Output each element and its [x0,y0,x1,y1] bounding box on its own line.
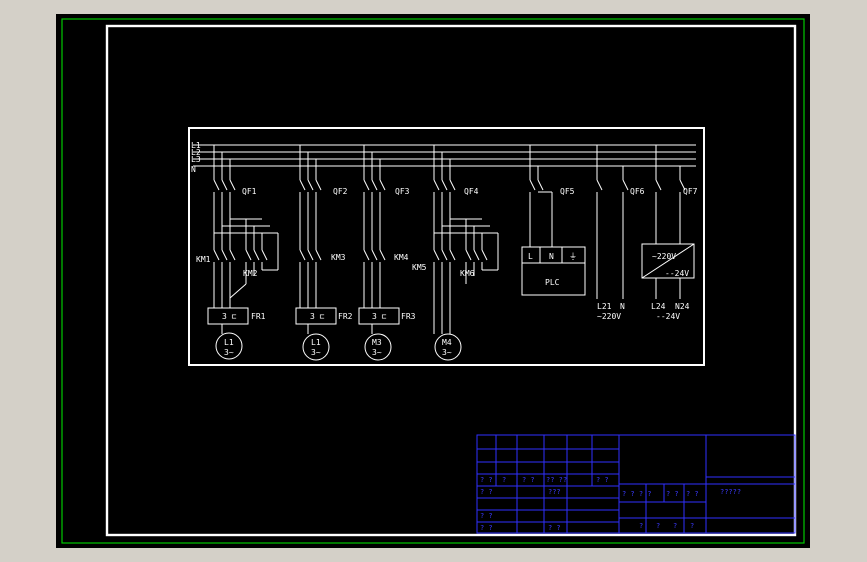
motor-phase: 3~ [311,348,321,357]
breaker-label-qf6: QF6 [630,187,645,196]
bus-label-l1: L1 [191,141,201,150]
motor-phase: 3~ [372,348,382,357]
title-cell: ?? ?? [546,476,567,484]
branch-motor-1 [207,145,279,360]
title-cell: ? ? [480,512,493,520]
branch-motor-4-labels: QF4 KM5 KM6 M4 3~ [412,187,479,357]
branch-220v-labels: QF6 L21 N ~220V [597,187,645,321]
plc-label: PLC [545,278,560,287]
motor-name: M4 [442,338,452,347]
overload-symbol: 3 ⊏ [222,312,237,321]
contactor-label-km2: KM2 [243,269,258,278]
overload-label-fr1: FR1 [251,312,266,321]
output-voltage-24: --24V [656,312,680,321]
title-cell: ? ? [480,476,493,484]
sheet-cell: ? [656,522,660,530]
branch-motor-1-labels: QF1 KM1 KM2 3 ⊏ FR1 L1 3~ [196,187,266,357]
output-label-n24: N24 [675,302,690,311]
title-cell: ? [502,476,506,484]
contactor-label-km1: KM1 [196,255,211,264]
branch-plc [521,145,586,296]
contactor-label-km3: KM3 [331,253,346,262]
branch-motor-3 [358,145,400,361]
title-cell: ? ? [480,524,493,532]
contactor-label-km4: KM4 [394,253,409,262]
title-cell: ? ? [596,476,609,484]
cad-drawing-canvas: L1 L2 L3 N QF1 KM1 KM2 3 ⊏ FR1 L1 3~ [56,14,810,548]
bus-label-l2: L2 [191,148,201,157]
branch-motor-4 [433,145,499,361]
overload-label-fr2: FR2 [338,312,353,321]
breaker-label-qf7: QF7 [683,187,698,196]
branch-motor-2-labels: QF2 KM3 3 ⊏ FR2 L1 3~ [310,187,353,357]
motor-name: L1 [224,338,234,347]
plc-terminal-l: L [528,252,533,261]
overload-symbol: 3 ⊏ [310,312,325,321]
title-block [476,434,796,534]
breaker-label-qf4: QF4 [464,187,479,196]
branch-motor-2 [295,145,337,361]
breaker-label-qf3: QF3 [395,187,410,196]
output-label-n: N [620,302,625,311]
output-voltage-220: ~220V [597,312,621,321]
overload-label-fr3: FR3 [401,312,416,321]
sheet-cell: ? [639,522,643,530]
breaker-label-qf1: QF1 [242,187,257,196]
branch-24v-labels: QF7 ~220V --24V L24 N24 --24V [651,187,698,321]
schematic-svg: L1 L2 L3 N QF1 KM1 KM2 3 ⊏ FR1 L1 3~ [61,18,805,544]
breaker-label-qf5: QF5 [560,187,575,196]
title-cell: ? ? [522,476,535,484]
drawing-title: ????? [720,488,741,496]
bus-label-n: N [191,165,196,174]
inner-frame [105,24,797,537]
output-label-l24: L24 [651,302,666,311]
branch-24v-converter [641,145,695,299]
bus-label-l3: L3 [191,155,201,164]
outer-frame [61,18,805,544]
bus-labels: L1 L2 L3 N [191,141,201,174]
contactor-label-km6: KM6 [460,269,475,278]
motor-name: M3 [372,338,382,347]
contactor-label-km5: KM5 [412,263,427,272]
title-block-text: ? ? ? ? ? ?? ?? ? ? ? ? ??? ? ? ? ? ? ? … [480,476,741,532]
sheet-cell: ? [673,522,677,530]
motor-phase: 3~ [442,348,452,357]
overload-symbol: 3 ⊏ [372,312,387,321]
motor-phase: 3~ [224,348,234,357]
title-cell: ? ? [548,524,561,532]
converter-output-label: --24V [665,269,689,278]
output-label-l21: L21 [597,302,612,311]
breaker-label-qf2: QF2 [333,187,348,196]
scale-cell: ? ? [666,490,679,498]
motor-name: L1 [311,338,321,347]
title-cell: ??? [548,488,561,496]
sheet-cell: ? [690,522,694,530]
converter-input-label: ~220V [652,252,676,261]
ground-icon: ⏚ [569,252,577,261]
scale-cell: ? ? ? ? [622,490,652,498]
branch-motor-3-labels: QF3 KM4 3 ⊏ FR3 M3 3~ [372,187,416,357]
scale-cell: ? ? [686,490,699,498]
schematic-panel [188,127,705,366]
branch-plc-labels: QF5 L N ⏚ PLC [528,187,577,287]
title-cell: ? ? [480,488,493,496]
plc-terminal-n: N [549,252,554,261]
branch-220v-output [596,145,629,299]
